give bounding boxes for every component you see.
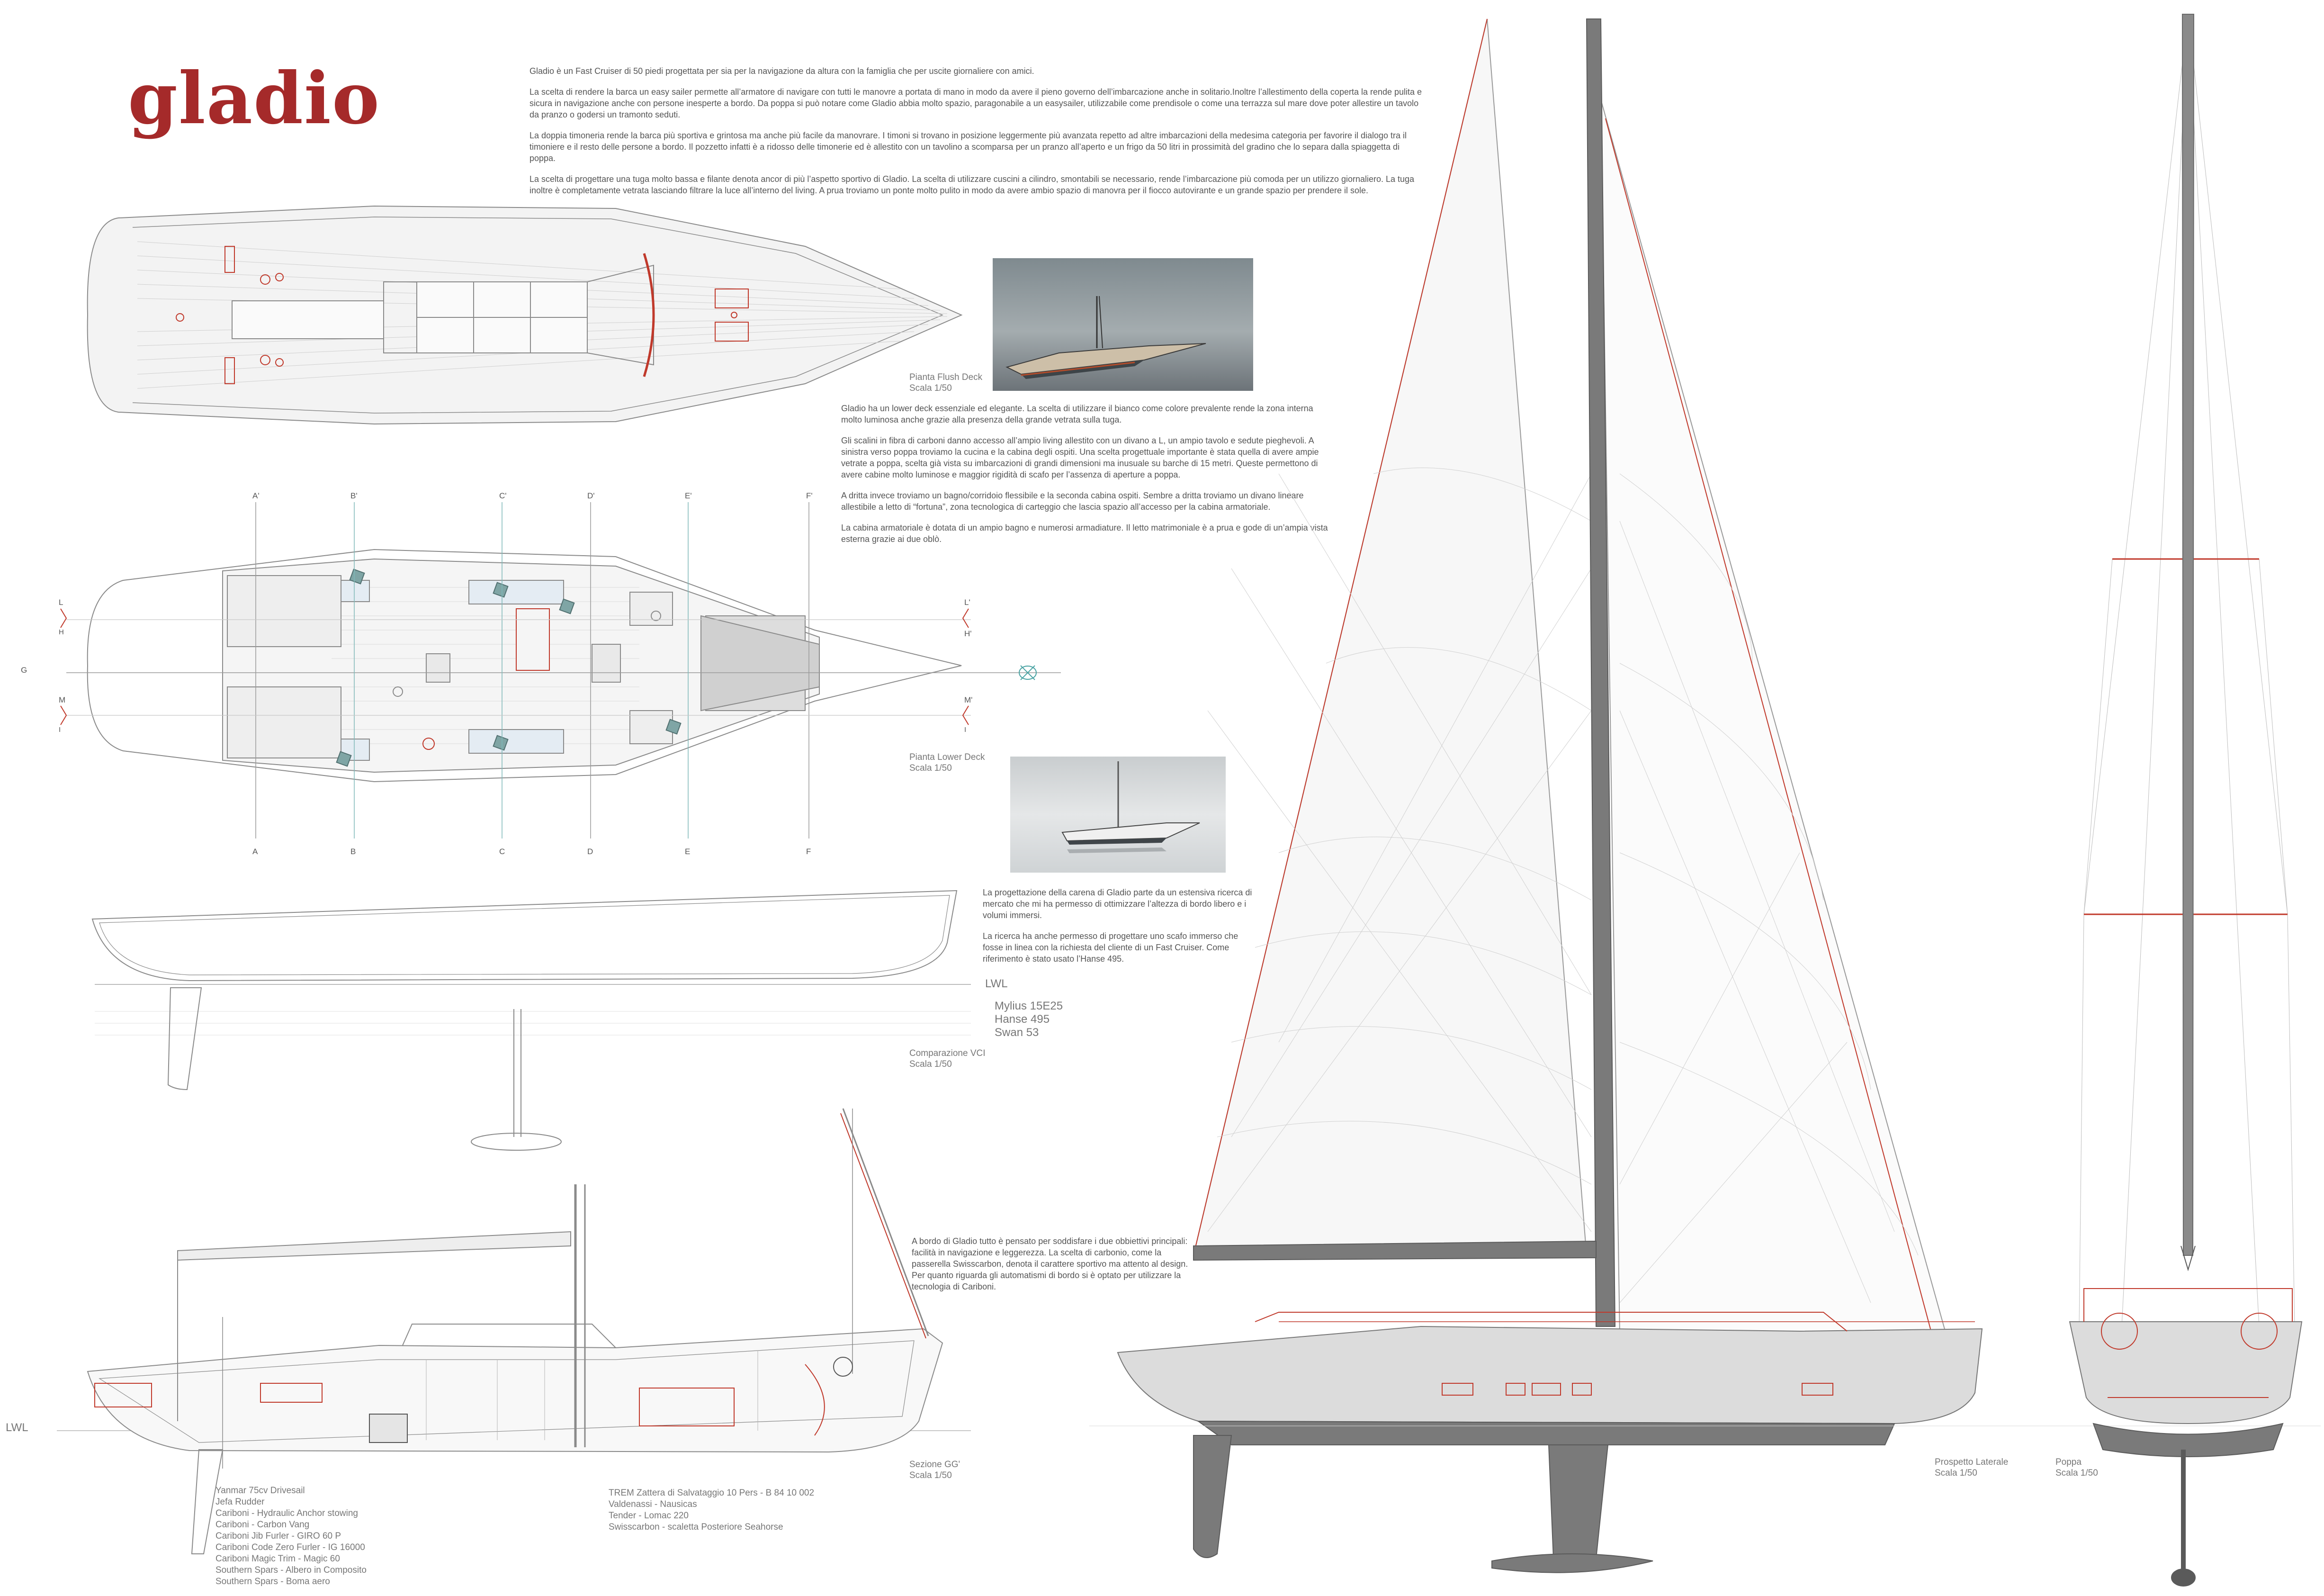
comparison-legend: Mylius 15E25 Hanse 495 Swan 53 xyxy=(995,1000,1063,1039)
lwl-label: LWL xyxy=(6,1421,28,1434)
grid-label-top: A' xyxy=(252,491,260,500)
caption-title: Prospetto Laterale xyxy=(1935,1457,2009,1467)
grid-label-side: H xyxy=(59,628,64,636)
hull-paragraph: La ricerca ha anche permesso di progetta… xyxy=(983,931,1238,964)
grid-label-top: F' xyxy=(806,491,813,500)
equipment-item: Cariboni - Carbon Vang xyxy=(215,1520,310,1530)
lower-deck-render xyxy=(1010,757,1226,873)
equipment-item: Cariboni Magic Trim - Magic 60 xyxy=(215,1554,340,1564)
caption-scale: Scala 1/50 xyxy=(909,1059,952,1069)
grid-label-side: I xyxy=(964,726,967,734)
equipment-list-right: TREM Zattera di Salvataggio 10 Pers - B … xyxy=(609,1488,814,1533)
flush-deck-plan xyxy=(87,205,963,425)
caption-scale: Scala 1/50 xyxy=(909,1470,952,1480)
equipment-item: Jefa Rudder xyxy=(215,1497,265,1507)
hull-text: La progettazione della carena di Gladio … xyxy=(983,887,1255,974)
lwl-label: LWL xyxy=(985,977,1008,990)
equipment-item: Southern Spars - Albero in Composito xyxy=(215,1565,367,1575)
grid-label-top: D' xyxy=(587,491,595,500)
grid-label-bottom: D xyxy=(587,847,593,856)
intro-paragraph: Gladio è un Fast Cruiser di 50 piedi pro… xyxy=(529,66,1034,76)
caption-title: Pianta Lower Deck xyxy=(909,752,985,762)
grid-label-top: B' xyxy=(350,491,358,500)
lower-deck-paragraph: Gli scalini in fibra di carboni danno ac… xyxy=(841,436,1319,479)
grid-label-side: G xyxy=(21,666,27,675)
caption-title: Poppa xyxy=(2055,1457,2082,1467)
lower-deck-plan xyxy=(60,502,1061,839)
side-caption: Prospetto Laterale Scala 1/50 xyxy=(1935,1457,2008,1479)
intro-paragraph: La scelta di rendere la barca un easy sa… xyxy=(529,87,1422,119)
hull-comparison xyxy=(91,890,971,1151)
equipment-list-left: Yanmar 75cv Drivesail Jefa Rudder Caribo… xyxy=(215,1485,367,1587)
hull-paragraph: La progettazione della carena di Gladio … xyxy=(983,888,1252,920)
section-caption: Sezione GG' Scala 1/50 xyxy=(909,1459,960,1481)
stern-caption: Poppa Scala 1/50 xyxy=(2055,1457,2098,1479)
intro-paragraph: La scelta di progettare una tuga molto b… xyxy=(529,174,1415,195)
equipment-item: Cariboni - Hydraulic Anchor stowing xyxy=(215,1508,358,1518)
caption-title: Comparazione VCI xyxy=(909,1048,986,1058)
lower-deck-text: Gladio ha un lower deck essenziale ed el… xyxy=(841,403,1336,554)
equipment-item: Tender - Lomac 220 xyxy=(609,1511,689,1521)
section-gg xyxy=(57,1108,971,1554)
grid-label-bottom: A xyxy=(252,847,258,856)
equipment-item: Cariboni Code Zero Furler - IG 16000 xyxy=(215,1542,365,1552)
legend-entry: Mylius 15E25 xyxy=(995,1000,1063,1012)
legend-entry: Hanse 495 xyxy=(995,1013,1050,1026)
equipment-item: TREM Zattera di Salvataggio 10 Pers - B … xyxy=(609,1488,815,1498)
legend-entry: Swan 53 xyxy=(995,1026,1039,1039)
caption-scale: Scala 1/50 xyxy=(2055,1468,2098,1478)
grid-label-side: H' xyxy=(964,629,972,638)
caption-scale: Scala 1/50 xyxy=(1935,1468,1977,1478)
grid-label-side: M' xyxy=(964,695,973,704)
systems-text: A bordo di Gladio tutto è pensato per so… xyxy=(912,1235,1193,1302)
grid-label-side: M xyxy=(59,695,66,704)
equipment-item: Cariboni Jib Furler - GIRO 60 P xyxy=(215,1531,341,1541)
equipment-item: Swisscarbon - scaletta Posteriore Seahor… xyxy=(609,1522,783,1532)
flush-deck-render xyxy=(993,258,1253,391)
stern-elevation xyxy=(2069,14,2303,1587)
lower-deck-paragraph: Gladio ha un lower deck essenziale ed el… xyxy=(841,404,1313,424)
caption-title: Sezione GG' xyxy=(909,1460,960,1470)
grid-label-bottom: E xyxy=(685,847,691,856)
side-elevation xyxy=(1089,18,2321,1573)
grid-label-top: E' xyxy=(685,491,692,500)
intro-text: Gladio è un Fast Cruiser di 50 piedi pro… xyxy=(529,65,1425,206)
grid-label-bottom: C xyxy=(499,847,505,856)
grid-label-bottom: B xyxy=(350,847,356,856)
flush-deck-caption: Pianta Flush Deck Scala 1/50 xyxy=(909,372,982,394)
gladio-logo: gladio xyxy=(128,57,380,140)
grid-label-bottom: F xyxy=(806,847,811,856)
grid-label-side: L' xyxy=(964,598,970,607)
caption-scale: Scala 1/50 xyxy=(909,383,952,393)
equipment-item: Valdenassi - Nausicas xyxy=(609,1499,697,1509)
grid-label-side: I xyxy=(59,726,61,734)
grid-label-top: C' xyxy=(499,491,507,500)
comparison-caption: Comparazione VCI Scala 1/50 xyxy=(909,1048,986,1070)
caption-scale: Scala 1/50 xyxy=(909,763,952,773)
grid-label-side: L xyxy=(59,598,63,607)
equipment-item: Yanmar 75cv Drivesail xyxy=(215,1486,305,1496)
intro-paragraph: La doppia timoneria rende la barca più s… xyxy=(529,131,1407,163)
lower-deck-caption: Pianta Lower Deck Scala 1/50 xyxy=(909,752,985,774)
caption-title: Pianta Flush Deck xyxy=(909,372,983,382)
lower-deck-paragraph: A dritta invece troviamo un bagno/corrid… xyxy=(841,491,1304,512)
systems-paragraph: A bordo di Gladio tutto è pensato per so… xyxy=(912,1236,1188,1291)
lower-deck-paragraph: La cabina armatoriale è dotata di un amp… xyxy=(841,523,1328,544)
equipment-item: Southern Spars - Boma aero xyxy=(215,1577,330,1587)
